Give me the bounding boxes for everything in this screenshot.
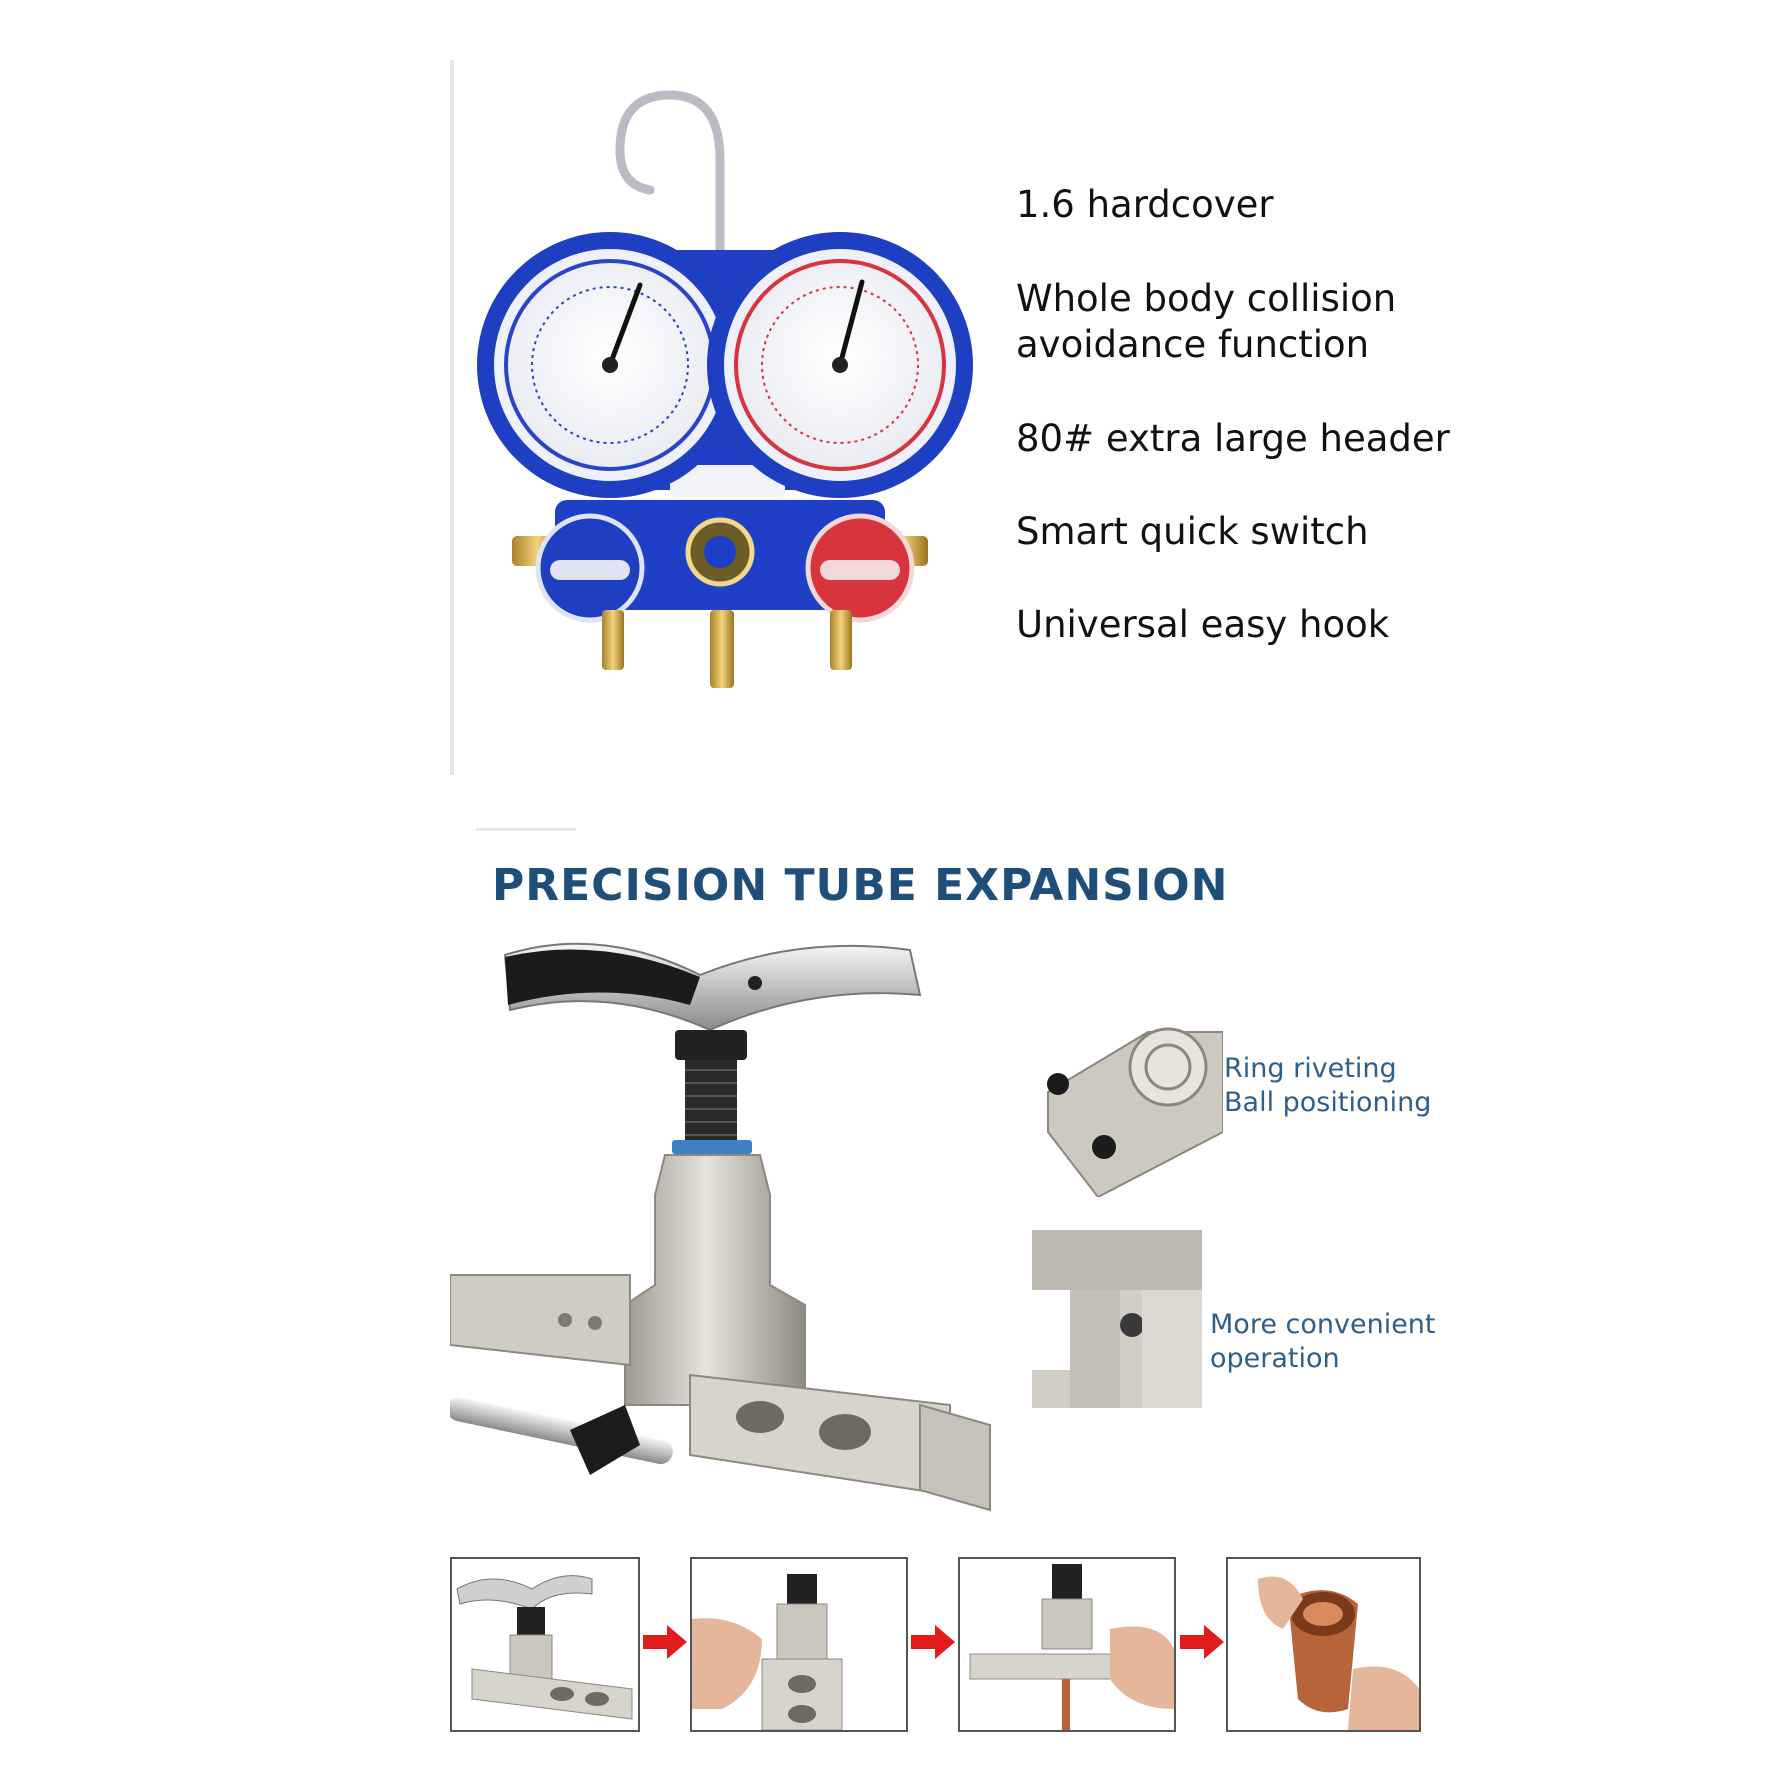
step-4-image: [1226, 1557, 1421, 1732]
arrow-right-icon: [911, 1625, 955, 1659]
feature-collision-avoidance: Whole body collision avoidance function: [1016, 277, 1397, 366]
ring-riveting-image: [1038, 1012, 1223, 1197]
arrow-right-icon: [1180, 1625, 1224, 1659]
divider-horizontal: [476, 828, 576, 831]
feature-easy-hook: Universal easy hook: [1016, 603, 1390, 646]
callout-convenient-operation: More convenient operation: [1210, 1309, 1436, 1374]
feature-large-header: 80# extra large header: [1016, 417, 1450, 460]
step-1-image: [450, 1557, 640, 1732]
step-2-image: [690, 1557, 908, 1732]
divider-vertical: [450, 60, 454, 775]
flaring-tool-image: [450, 942, 991, 1512]
section-title: PRECISION TUBE EXPANSION: [492, 860, 1229, 911]
arrow-right-icon: [643, 1625, 687, 1659]
callout-ring-riveting: Ring riveting Ball positioning: [1224, 1053, 1432, 1118]
convenient-operation-image: [1032, 1230, 1202, 1408]
step-3-image: [958, 1557, 1176, 1732]
feature-hardcover: 1.6 hardcover: [1016, 183, 1274, 226]
feature-quick-switch: Smart quick switch: [1016, 510, 1369, 553]
manifold-gauge-image: [477, 90, 973, 688]
